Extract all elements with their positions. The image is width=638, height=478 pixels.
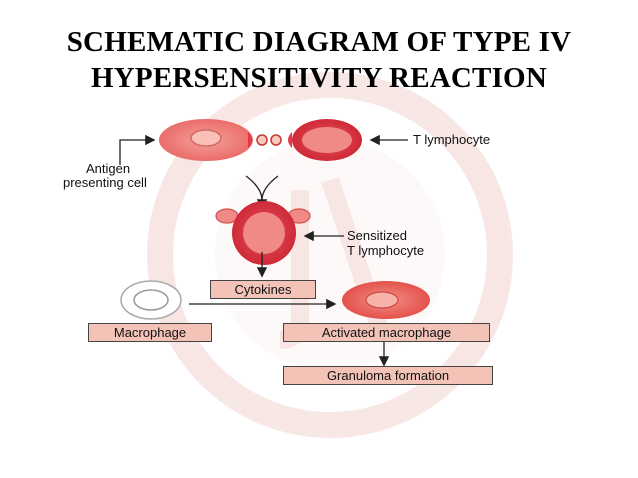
cytokines-box: Cytokines: [210, 280, 316, 299]
granuloma-box: Granuloma formation: [283, 366, 493, 385]
apc-leader: [119, 134, 156, 165]
title-line-2: HYPERSENSITIVITY REACTION: [91, 62, 547, 94]
macrophage-cell: [120, 280, 182, 320]
title-line-1: SCHEMATIC DIAGRAM OF TYPE IV: [66, 26, 572, 58]
antigen-receptor-bridge: [248, 132, 292, 148]
antigen-label-line1: Antigen: [86, 161, 131, 176]
macrophage-box: Macrophage: [88, 323, 212, 342]
activated-macrophage-box: Activated macrophage: [283, 323, 490, 342]
antigen-label-line2: presenting cell: [63, 175, 147, 190]
sensitized-label-line2: T lymphocyte: [347, 243, 425, 258]
sensitized-t-lymphocyte-cell: [215, 201, 311, 265]
watermark-seal: [147, 72, 513, 438]
t-lymphocyte-cell: [292, 119, 362, 161]
antigen-presenting-cell: [159, 119, 253, 161]
t-lymphocyte-label: T lymphocyte: [413, 132, 491, 147]
sensitized-label-line1: Sensitized: [347, 228, 407, 243]
converge-right: [261, 175, 279, 201]
activated-macrophage-cell: [342, 281, 430, 319]
